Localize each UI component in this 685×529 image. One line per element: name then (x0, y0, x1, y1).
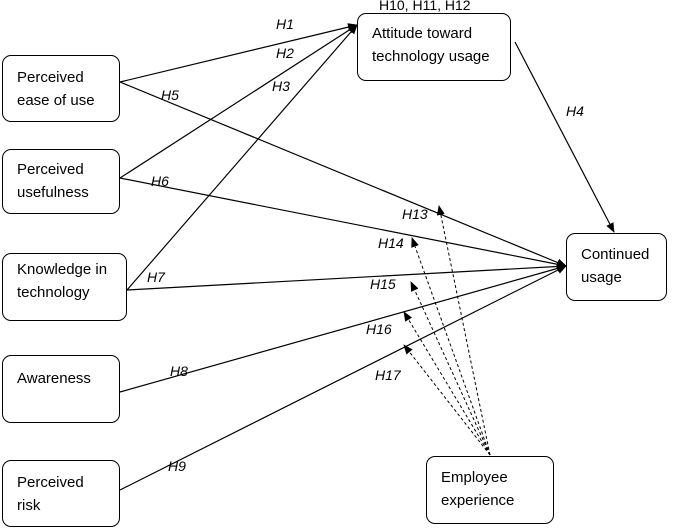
path-h4 (514, 41, 615, 233)
node-label: Continued usage (581, 246, 650, 286)
path-h5 (119, 81, 567, 267)
label-h4: H4 (566, 103, 584, 119)
label-h17: H17 (375, 367, 402, 383)
label-h1: H1 (276, 16, 294, 32)
label-h2: H2 (276, 45, 294, 61)
label-h9: H9 (168, 458, 186, 474)
path-h13 (436, 205, 491, 456)
node-label: Perceived usefulness (17, 161, 89, 201)
node-knowledge-in-technology: Knowledge in technology (2, 253, 127, 321)
label-h15: H15 (370, 276, 396, 292)
label-h8: H8 (170, 363, 188, 379)
node-employee-experience: Employee experience (426, 456, 554, 524)
path-h3 (126, 24, 358, 291)
path-h7 (126, 262, 567, 291)
node-continued-usage: Continued usage (566, 233, 667, 301)
path-h17 (403, 344, 491, 456)
label-h5: H5 (161, 87, 179, 103)
label-h7: H7 (147, 269, 166, 285)
path-h9 (119, 265, 567, 491)
label-h10-h12: H10, H11, H12 (379, 0, 471, 13)
path-h1 (119, 23, 358, 83)
node-perceived-ease-of-use: Perceived ease of use (2, 55, 120, 122)
label-h16: H16 (366, 321, 392, 337)
node-label: Perceived ease of use (17, 69, 95, 109)
path-h6 (119, 177, 567, 269)
node-label: Perceived risk (17, 474, 84, 514)
path-h2 (119, 24, 358, 179)
node-perceived-risk: Perceived risk (2, 460, 120, 527)
path-h16 (403, 311, 491, 456)
path-h15 (410, 281, 491, 456)
label-h3: H3 (272, 78, 290, 94)
node-label: Knowledge in technology (17, 261, 108, 301)
label-h6: H6 (151, 173, 169, 189)
node-label: Employee experience (441, 469, 515, 509)
label-h14: H14 (378, 235, 404, 251)
node-perceived-usefulness: Perceived usefulness (2, 149, 120, 214)
path-h8 (119, 264, 567, 393)
label-h13: H13 (402, 206, 428, 222)
node-label: Attitude toward technology usage (372, 25, 490, 65)
node-awareness: Awareness (2, 355, 120, 423)
node-label: Awareness (17, 370, 91, 387)
node-attitude-toward-technology-usage: Attitude toward technology usage (357, 13, 511, 81)
